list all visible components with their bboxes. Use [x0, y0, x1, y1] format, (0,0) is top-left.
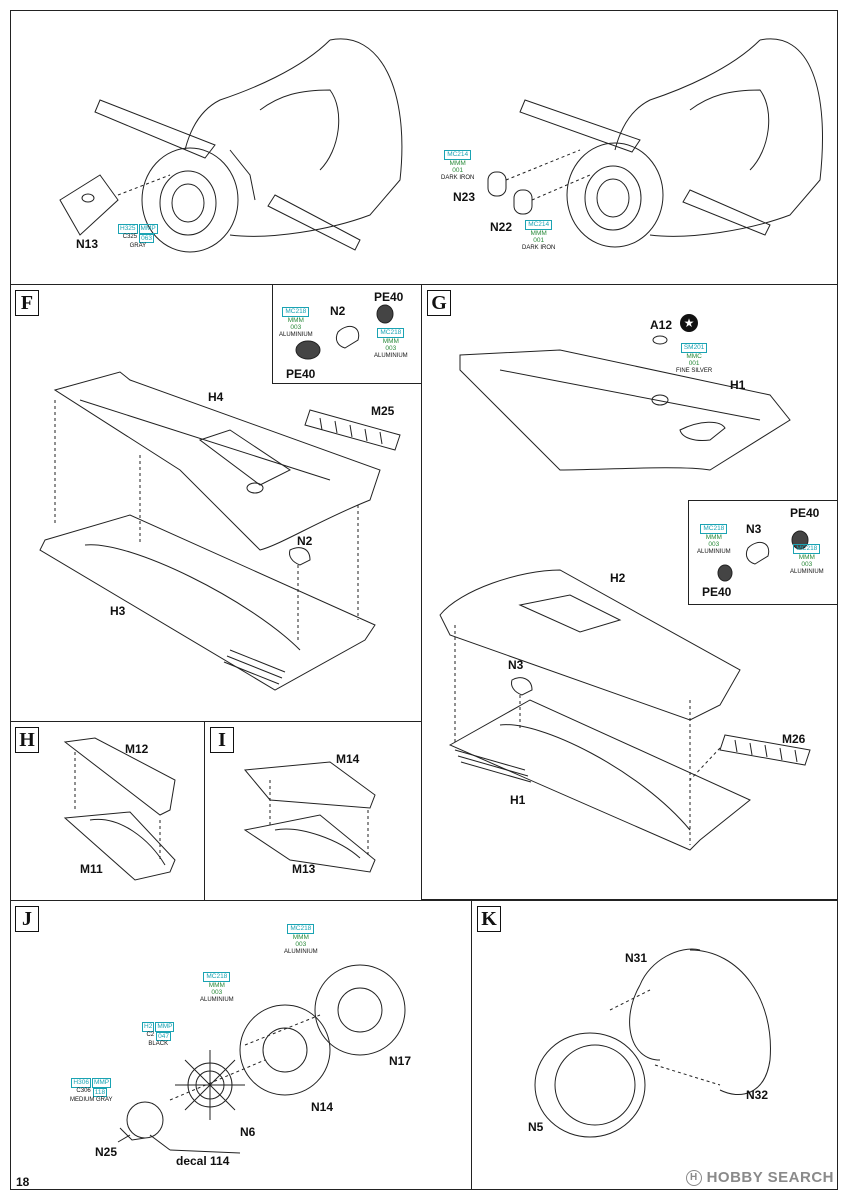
watermark: H HOBBY SEARCH — [685, 1168, 834, 1186]
part-label-m25: M25 — [371, 404, 395, 418]
wing-g-drawing — [439, 335, 811, 851]
part-label-h1-bottom: H1 — [510, 793, 526, 807]
part-label-n2: N2 — [297, 534, 313, 548]
part-label-a12: A12 — [650, 318, 673, 332]
part-label-n22: N22 — [490, 220, 513, 234]
part-label-n2-inset: N2 — [330, 304, 346, 318]
step-letter-f: F — [15, 290, 39, 316]
part-label-n32: N32 — [746, 1088, 769, 1102]
part-label-n31: N31 — [625, 951, 648, 965]
step-letter-i: I — [210, 727, 234, 753]
part-label-n17: N17 — [389, 1054, 412, 1068]
part-label-m12: M12 — [125, 742, 149, 756]
paint-chip-aluminium-n17: MC218 MMM 003 ALUMINIUM — [284, 924, 318, 955]
part-label-m13: M13 — [292, 862, 316, 876]
step-letter-k: K — [477, 906, 501, 932]
paint-chip-dark-iron-b: MC214 MMM 001 DARK IRON — [522, 220, 556, 251]
tail-h-drawing — [63, 737, 176, 881]
paint-chip-dark-iron-a: MC214 MMM 001 DARK IRON — [441, 150, 475, 181]
panel-step-i — [204, 721, 422, 901]
part-label-n5: N5 — [528, 1120, 544, 1134]
part-label-n3-inset: N3 — [746, 522, 762, 536]
step-letter-j: J — [15, 906, 39, 932]
decal-label: decal 114 — [176, 1154, 230, 1168]
page-number: 18 — [16, 1175, 30, 1189]
panel-top — [10, 10, 838, 285]
watermark-text: HOBBY SEARCH — [706, 1168, 834, 1186]
part-label-n6: N6 — [240, 1125, 256, 1139]
fuselage-right-drawing — [487, 38, 823, 248]
paint-chip-aluminium-n14: MC218 MMM 003 ALUMINIUM — [200, 972, 234, 1003]
step-letter-h: H — [15, 727, 39, 753]
paint-chip-aluminium-f-a: MC218 MMM 003 ALUMINIUM — [279, 307, 313, 338]
part-label-pe40-g-bottom: PE40 — [702, 585, 732, 599]
part-label-h2: H2 — [610, 571, 626, 585]
panel-step-j — [10, 900, 472, 1190]
tail-i-drawing — [243, 761, 376, 873]
part-label-h1-top: H1 — [730, 378, 746, 392]
paint-chip-aluminium-g-a: MC218 MMM 003 ALUMINIUM — [697, 524, 731, 555]
inset-f — [272, 284, 422, 384]
part-label-pe40-bottom: PE40 — [286, 367, 316, 381]
inset-g — [688, 500, 838, 605]
part-label-pe40-g-top: PE40 — [790, 506, 820, 520]
copyright-circle-icon: H — [685, 1170, 702, 1186]
part-label-m11: M11 — [80, 862, 103, 876]
engine-j-drawing — [117, 964, 406, 1154]
star-in-circle-icon: ★ — [680, 314, 698, 332]
paint-chip-aluminium-f-b: MC218 MMM 003 ALUMINIUM — [374, 328, 408, 359]
part-label-n25: N25 — [95, 1145, 118, 1159]
cowling-k-drawing — [534, 948, 771, 1138]
part-label-n13: N13 — [76, 237, 99, 251]
part-label-n3: N3 — [508, 658, 524, 672]
panel-step-k — [471, 900, 838, 1190]
part-label-m26: M26 — [782, 732, 806, 746]
step-letter-g: G — [427, 290, 451, 316]
part-label-h4: H4 — [208, 390, 224, 404]
part-label-n23: N23 — [453, 190, 476, 204]
part-label-h3: H3 — [110, 604, 126, 618]
part-label-pe40-top: PE40 — [374, 290, 404, 304]
paint-chip-aluminium-g-b: MC218 MMM 003 ALUMINIUM — [790, 544, 824, 575]
part-label-m14: M14 — [336, 752, 360, 766]
wing-f-drawing — [39, 304, 401, 691]
panel-step-h — [10, 721, 205, 901]
paint-chip-fine-silver: SM201 MMC 001 FINE SILVER — [676, 343, 713, 374]
part-label-n14: N14 — [311, 1100, 334, 1114]
fuselage-left-drawing — [59, 38, 403, 253]
